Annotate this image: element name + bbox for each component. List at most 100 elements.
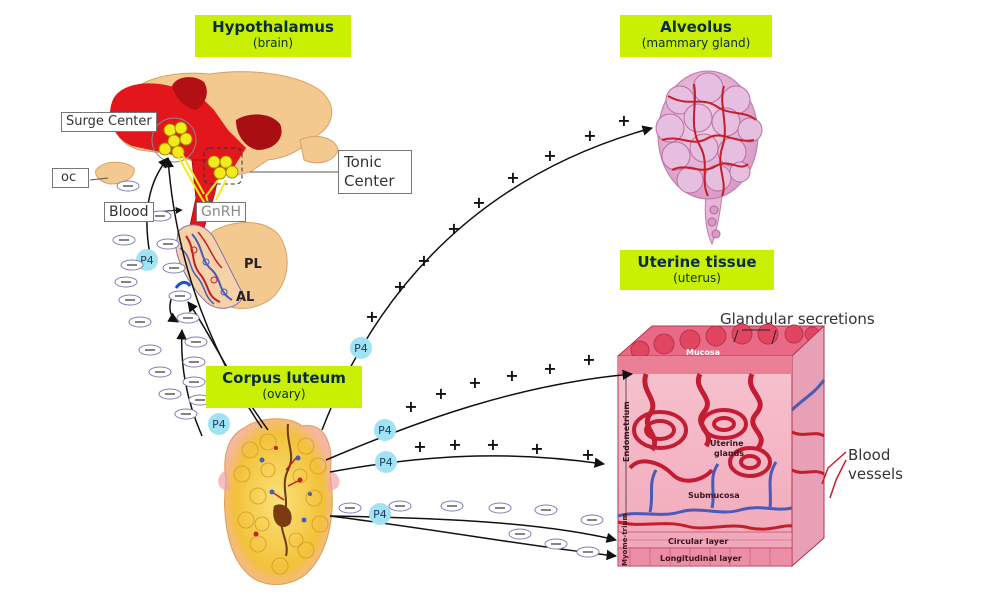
minus-sign	[388, 500, 412, 512]
blood-callout: Blood	[104, 202, 154, 222]
minus-sign	[440, 500, 464, 512]
minus-sign	[112, 234, 136, 246]
minus-sign	[580, 514, 604, 526]
submucosa-label: Submucosa	[688, 491, 740, 500]
circular-layer-label: Circular layer	[668, 537, 728, 546]
minus-sign	[544, 538, 568, 550]
pl-label: PL	[244, 257, 262, 272]
tonic-center-callout: Tonic Center	[338, 150, 412, 194]
plus-sign: +	[448, 435, 461, 454]
minus-sign	[156, 238, 180, 250]
minus-sign	[114, 276, 138, 288]
surge-center-callout: Surge Center	[61, 112, 157, 132]
minus-sign	[576, 546, 600, 558]
p4-bubble: P4	[208, 413, 230, 435]
minus-sign	[182, 376, 206, 388]
minus-sign	[118, 294, 142, 306]
minus-sign	[534, 504, 558, 516]
negative-signs	[108, 180, 604, 558]
plus-sign: +	[617, 111, 630, 130]
tonic-center-line-2: Center	[344, 172, 395, 190]
p4-bubble: P4	[375, 451, 397, 473]
tonic-center-line-1: Tonic	[344, 153, 382, 171]
uterine-tissue-subtitle: (uterus)	[673, 271, 721, 285]
positive-signs: + + + + + + + + + + + + + + + + + + + +	[365, 111, 630, 464]
endometrium-label: Endometrium	[622, 401, 631, 462]
minus-sign	[162, 262, 186, 274]
alveolus-title: Alveolus	[660, 18, 732, 36]
svg-text:P4: P4	[378, 424, 392, 437]
p4-bubble: P4	[369, 503, 391, 525]
uterine-tissue-illustration: Endometrium Myome-trium Mucosa Uterine g…	[616, 323, 847, 568]
plus-sign: +	[530, 439, 543, 458]
uterine-glands-label-1: Uterine	[710, 439, 744, 448]
plus-sign: +	[393, 277, 406, 296]
plus-sign: +	[543, 146, 556, 165]
plus-sign: +	[413, 437, 426, 456]
plus-sign: +	[543, 359, 556, 378]
hypothalamus-subtitle: (brain)	[252, 36, 294, 50]
svg-text:P4: P4	[212, 418, 226, 431]
longitudinal-layer-label: Longitudinal layer	[660, 554, 742, 563]
blood-vessels-label-2: vessels	[848, 465, 903, 483]
plus-sign: +	[468, 373, 481, 392]
hypothalamus-label: Hypothalamus (brain)	[195, 15, 351, 57]
plus-sign: +	[486, 435, 499, 454]
minus-sign	[182, 356, 206, 368]
p4-bubble: P4	[374, 419, 396, 441]
minus-sign	[174, 408, 198, 420]
minus-sign	[148, 210, 172, 222]
plus-sign: +	[583, 126, 596, 145]
alveolus-label: Alveolus (mammary gland)	[620, 15, 772, 57]
mucosa-label: Mucosa	[686, 348, 720, 357]
uterine-tissue-title: Uterine tissue	[637, 253, 757, 271]
minus-sign	[488, 502, 512, 514]
al-label: AL	[236, 290, 254, 305]
minus-sign	[338, 502, 362, 514]
blood-vessels-label-1: Blood	[848, 446, 890, 464]
plus-sign: +	[506, 168, 519, 187]
minus-sign	[168, 290, 192, 302]
plus-sign: +	[404, 397, 417, 416]
minus-sign	[128, 316, 152, 328]
minus-sign	[120, 259, 144, 271]
plus-sign: +	[365, 307, 378, 326]
svg-text:P4: P4	[379, 456, 393, 469]
minus-sign	[138, 344, 162, 356]
minus-sign	[508, 528, 532, 540]
plus-sign: +	[582, 350, 595, 369]
uterine-tissue-label: Uterine tissue (uterus)	[620, 250, 774, 290]
minus-sign	[148, 366, 172, 378]
glandular-secretions-label: Glandular secretions	[720, 310, 875, 328]
plus-sign: +	[472, 193, 485, 212]
minus-sign	[176, 312, 200, 324]
svg-text:P4: P4	[140, 254, 154, 267]
arrow-to-glandular-secretions	[325, 369, 634, 461]
alveolus-subtitle: (mammary gland)	[641, 36, 751, 50]
svg-text:P4: P4	[354, 342, 368, 355]
p4-bubble: P4	[350, 337, 372, 359]
corpus-luteum-illustration	[218, 418, 340, 585]
minus-sign	[184, 336, 208, 348]
corpus-luteum-title: Corpus luteum	[222, 369, 346, 387]
gnrh-callout: GnRH	[196, 202, 246, 222]
arrow-to-uterine-glands	[329, 455, 606, 473]
plus-sign: +	[505, 366, 518, 385]
minus-sign	[116, 180, 140, 192]
surge-center-neurons	[151, 117, 197, 163]
uterine-glands-label-2: glands	[714, 449, 744, 458]
tonic-center-neurons	[203, 147, 243, 185]
arrow-p4-to-surge	[146, 157, 169, 256]
corpus-luteum-label: Corpus luteum (ovary)	[206, 366, 362, 408]
plus-sign: +	[581, 445, 594, 464]
oc-callout: oc	[52, 168, 90, 188]
arrow-to-anterior-lobe	[187, 301, 269, 431]
minus-sign	[158, 388, 182, 400]
corpus-luteum-subtitle: (ovary)	[262, 387, 306, 401]
plus-sign: +	[434, 384, 447, 403]
alveolus-illustration	[655, 70, 763, 246]
plus-sign: +	[447, 219, 460, 238]
p4-bubbles: P4 P4 P4 P4 P4 P4	[136, 249, 397, 525]
